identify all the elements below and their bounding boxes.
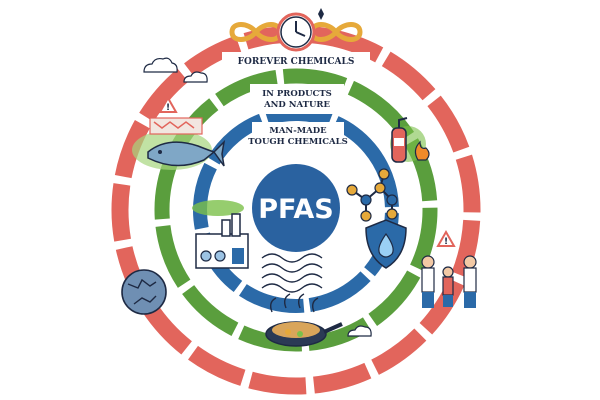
inner-ring-label-line2: TOUGH CHEMICALS [248,137,348,147]
svg-text:!: ! [444,237,448,247]
middle-ring-label-line1: IN PRODUCTS [262,89,332,99]
inner-ring [193,107,399,313]
cloud-icon [143,57,372,337]
middle-ring-label-line2: AND NATURE [263,100,330,110]
center-circle: PFAS [252,164,340,252]
infinity-clock-icon [229,8,363,52]
factory-icon [192,200,249,269]
frying-pan-icon [265,293,343,347]
outer-ring-label: FOREVER CHEMICALS [238,57,355,67]
nonstick-mesh-icon [261,253,323,293]
inner-ring-label-line1: MAN-MADE [269,126,327,136]
cracked-globe-icon [121,269,167,315]
fish-warning-icon: ! [132,95,226,170]
water-shield-icon [365,219,407,269]
svg-text:!: ! [166,103,170,113]
molecule-icon [346,168,398,222]
fire-extinguisher-icon [390,117,430,163]
family-warning-icon: ! [421,229,477,308]
center-label: PFAS [258,194,333,225]
